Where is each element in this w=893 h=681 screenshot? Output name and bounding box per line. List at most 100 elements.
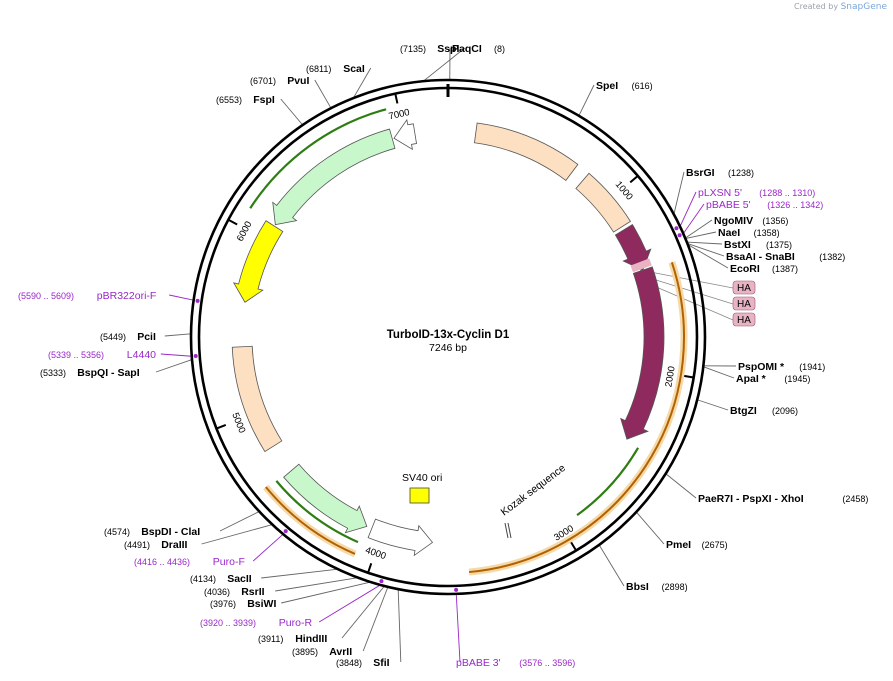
- tick-5000: [216, 424, 227, 430]
- feature-ori-arc: [232, 220, 284, 303]
- primer-l4440-pos: (5339 .. 5356): [48, 350, 104, 360]
- feature-ltr-arc: [473, 122, 579, 181]
- tick-3000: [570, 541, 577, 552]
- enzyme-sfii-leader: [397, 589, 402, 663]
- primer-pbabe-3-site: [454, 587, 459, 592]
- enzyme-rsrii-pos: (4036): [204, 587, 230, 597]
- primer-pbr322ori-f-leader: [169, 294, 194, 301]
- enzyme-bbsi-name[interactable]: BbsI: [626, 581, 649, 593]
- enzyme-sacii-name[interactable]: SacII: [227, 573, 252, 585]
- sv40-ori-box: [409, 487, 430, 504]
- feature-mmlv-arc: [575, 172, 631, 233]
- center-title: TurboID-13x-Cyclin D1 7246 bp: [387, 329, 510, 354]
- enzyme-bbsi-pos: (2898): [662, 582, 688, 592]
- primer-l4440-name[interactable]: L4440: [127, 349, 156, 361]
- enzyme-sspi-pos: (7135): [400, 44, 426, 54]
- enzyme-spei-leader: [578, 84, 595, 116]
- enzyme-pspomi-name[interactable]: PspOMI *: [738, 361, 785, 373]
- primer-pbr322ori-f-pos: (5590 .. 5609): [18, 291, 74, 301]
- turboid-orf-line: [576, 447, 640, 517]
- enzyme-scai-name[interactable]: ScaI: [343, 63, 365, 75]
- label-leaders: [155, 47, 737, 663]
- enzyme-avrii-leader: [362, 586, 389, 652]
- enzyme-draiii-name[interactable]: DraIII: [161, 539, 187, 551]
- enzyme-pcii-leader: [164, 333, 192, 337]
- enzyme-spei-pos: (616): [632, 81, 653, 91]
- enzyme-sspi-name[interactable]: SspI: [437, 43, 459, 55]
- primer-puro-r-name[interactable]: Puro-R: [279, 617, 313, 629]
- enzyme-ngomiv-leader: [684, 219, 713, 239]
- primer-pbabe-5-site: [677, 233, 682, 238]
- tick-6000: [227, 218, 238, 226]
- enzyme-naei-name[interactable]: NaeI: [718, 227, 740, 239]
- tick-1000: [629, 175, 639, 184]
- feature-puror-arc: [283, 463, 368, 534]
- enzyme-avrii-pos: (3895): [292, 647, 318, 657]
- plasmid-size: 7246 bp: [429, 342, 467, 354]
- enzyme-fspi-pos: (6553): [216, 95, 242, 105]
- enzyme-apai-name[interactable]: ApaI *: [736, 373, 767, 385]
- enzyme-rsrii-name[interactable]: RsrII: [241, 586, 264, 598]
- enzyme-ecori-pos: (1387): [772, 264, 798, 274]
- enzyme-bsrgi-name[interactable]: BsrGI: [686, 167, 715, 179]
- enzyme-btgzi-name[interactable]: BtgZI: [730, 405, 757, 417]
- primer-pbabe-3-name[interactable]: pBABE 3': [456, 657, 501, 669]
- enzyme-bspqi-sapi-name[interactable]: BspQI - SapI: [77, 367, 140, 379]
- primer-pbr322ori-f-site: [195, 298, 200, 303]
- feature-ampr-arc: [272, 128, 396, 226]
- enzyme-hindiii-name[interactable]: HindIII: [295, 633, 327, 645]
- enzyme-pcii-pos: (5449): [100, 332, 126, 342]
- primer-puro-f-pos: (4416 .. 4436): [134, 557, 190, 567]
- enzyme-avrii-name[interactable]: AvrII: [329, 646, 352, 658]
- primer-plxsn-5-site: [674, 226, 679, 231]
- ha-tag-mark: [631, 262, 652, 273]
- enzyme-bsaai-snabi-leader: [687, 243, 725, 257]
- tick-2000: [683, 374, 694, 379]
- ha-tag-leader: [639, 269, 734, 289]
- enzyme-bspdi-clai-leader: [219, 511, 260, 532]
- enzyme-bspdi-clai-pos: (4574): [104, 527, 130, 537]
- tick-label: 6000: [235, 220, 255, 244]
- site-labels: SspI(7135)PaqCI(8)ScaI(6811)PvuI(6701)Fs…: [18, 43, 868, 669]
- enzyme-ngomiv-name[interactable]: NgoMIV: [714, 215, 753, 227]
- feature-arcs: [231, 108, 688, 576]
- primer-pbabe-3-leader: [455, 593, 461, 663]
- primer-pbr322ori-f-name[interactable]: pBR322ori-F: [97, 290, 157, 302]
- enzyme-sfii-name[interactable]: SfiI: [373, 657, 389, 669]
- backbone: [189, 78, 707, 596]
- enzyme-fspi-name[interactable]: FspI: [253, 94, 275, 106]
- primer-plxsn-5-name[interactable]: pLXSN 5': [698, 187, 742, 199]
- enzyme-hindiii-pos: (3911): [258, 634, 283, 644]
- enzyme-bspdi-clai-name[interactable]: BspDI - ClaI: [141, 526, 200, 538]
- primer-puro-r-leader: [318, 584, 381, 623]
- primer-puro-f-name[interactable]: Puro-F: [213, 556, 245, 568]
- enzyme-pvui-leader: [314, 79, 332, 109]
- puror-orf-line: [275, 480, 359, 544]
- credit-prefix: Created by: [794, 2, 839, 11]
- enzyme-bsiwi-pos: (3976): [210, 599, 236, 609]
- enzyme-sacii-pos: (4134): [190, 574, 216, 584]
- enzyme-btgzi-pos: (2096): [772, 406, 798, 416]
- enzyme-bstxi-name[interactable]: BstXI: [724, 239, 751, 251]
- enzyme-ecori-name[interactable]: EcoRI: [730, 263, 760, 275]
- enzyme-hindiii-leader: [341, 585, 385, 639]
- enzyme-draiii-leader: [201, 524, 273, 545]
- enzyme-bstxi-pos: (1375): [766, 240, 792, 250]
- enzyme-pvui-name[interactable]: PvuI: [287, 75, 309, 87]
- kozak-mark-1: [504, 522, 509, 539]
- enzyme-bsiwi-name[interactable]: BsiWI: [247, 598, 276, 610]
- enzyme-paer7i-pspxi-xhoi-name[interactable]: PaeR7I - PspXI - XhoI: [698, 493, 804, 505]
- primer-pbabe-3-pos: (3576 .. 3596): [519, 658, 575, 668]
- enzyme-paqci-name[interactable]: PaqCI: [452, 43, 482, 55]
- enzyme-sfii-pos: (3848): [336, 658, 362, 668]
- primer-pbabe-5-name[interactable]: pBABE 5': [706, 199, 751, 211]
- enzyme-bsaai-snabi-name[interactable]: BsaAI - SnaBI: [726, 251, 795, 263]
- enzyme-naei-leader: [685, 231, 717, 239]
- enzyme-pmei-name[interactable]: PmeI: [666, 539, 691, 551]
- enzyme-spei-name[interactable]: SpeI: [596, 80, 618, 92]
- enzyme-pcii-name[interactable]: PciI: [137, 331, 156, 343]
- enzyme-bspqi-sapi-pos: (5333): [40, 368, 66, 378]
- tick-label: 5000: [229, 411, 247, 435]
- primer-plxsn-5-leader: [679, 191, 697, 227]
